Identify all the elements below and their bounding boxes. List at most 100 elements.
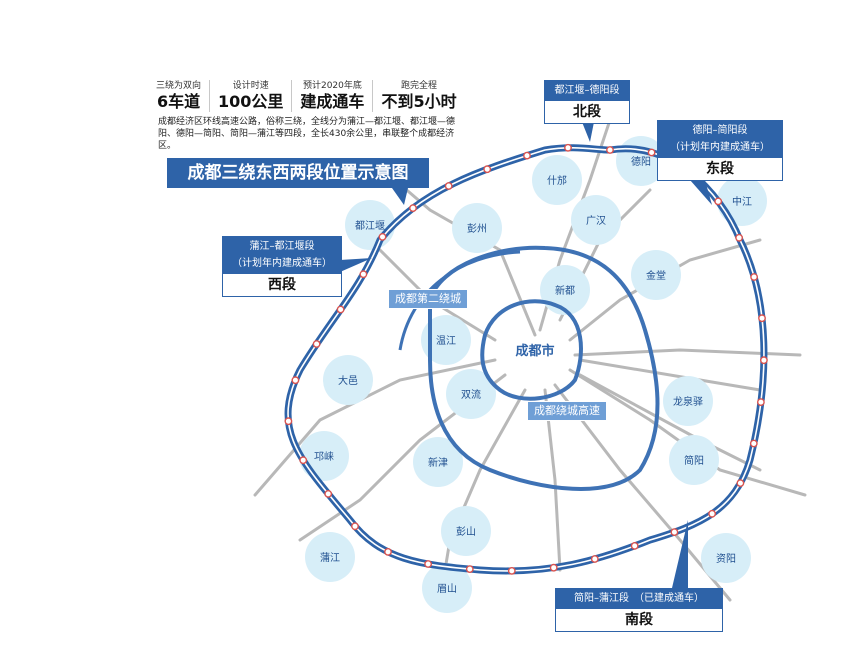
second-ring-outer	[398, 250, 521, 351]
city-label: 邛崃	[314, 451, 334, 463]
station-dot	[359, 270, 368, 279]
city-marker: 龙泉驿	[663, 376, 713, 426]
map-title: 成都三绕东西两段位置示意图	[167, 158, 429, 188]
city-marker: 都江堰	[345, 200, 395, 250]
station-dot	[299, 456, 308, 465]
station-dot	[483, 165, 492, 174]
station-dot	[647, 148, 656, 157]
callout-west-section: 蒲江–都江堰段 （计划年内建成通车） 西段	[222, 236, 342, 297]
stat-speed: 设计时速 100公里	[210, 80, 293, 112]
station-dot	[409, 204, 417, 213]
station-dot	[291, 376, 300, 385]
city-marker: 广汉	[571, 195, 621, 245]
station-dot	[523, 151, 531, 160]
city-label: 简阳	[684, 454, 704, 467]
station-dot	[284, 417, 293, 426]
city-label: 温江	[436, 335, 456, 347]
city-label: 金堂	[646, 269, 666, 282]
station-dot	[324, 489, 333, 498]
city-label: 新都	[555, 284, 575, 297]
station-dot	[336, 305, 345, 314]
city-label: 龙泉驿	[673, 395, 703, 408]
stat-value: 100公里	[218, 92, 284, 111]
city-label: 中江	[732, 195, 752, 208]
station-dot	[760, 356, 768, 365]
station-dot	[670, 528, 679, 536]
second-ring-label: 成都第二绕城	[388, 289, 468, 309]
section-name: 北段	[573, 104, 601, 120]
station-dot	[708, 509, 716, 518]
city-marker: 彭州	[452, 203, 502, 253]
city-marker: 双流	[446, 369, 496, 419]
city-bubble	[571, 195, 621, 245]
description-text: 成都经济区环线高速公路，俗称三绕，全线分为蒲江—都江堰、都江堰—德阳、德阳—简阳…	[158, 117, 456, 151]
station-dot	[735, 233, 743, 242]
section-route: 蒲江–都江堰段	[223, 237, 341, 257]
city-bubble	[701, 533, 751, 583]
stat-value: 6车道	[156, 92, 201, 111]
city-marker: 彭山	[441, 506, 491, 556]
city-label: 眉山	[437, 583, 457, 595]
station-dot	[378, 232, 387, 241]
city-bubble	[663, 376, 713, 426]
city-label: 彭州	[467, 222, 487, 235]
city-marker: 温江	[421, 315, 471, 365]
stat-label: 跑完全程	[401, 81, 438, 91]
stat-label: 三绕为双向	[156, 81, 202, 91]
city-marker: 眉山	[422, 563, 472, 613]
section-route: 简阳–蒲江段 （已建成通车）	[556, 589, 722, 609]
callout-pointers	[340, 112, 712, 588]
city-bubble	[413, 437, 463, 487]
station-dot	[312, 340, 321, 348]
city-label: 资阳	[716, 553, 736, 565]
city-marker: 什邡	[532, 155, 582, 205]
section-route: 德阳–简阳段	[658, 121, 782, 141]
city-label: 彭山	[456, 525, 476, 538]
stat-completion: 预计2020年底 建成通车	[292, 80, 374, 112]
city-bubble	[669, 435, 719, 485]
center-city-label: 成都市	[515, 344, 555, 359]
station-dot	[549, 563, 558, 572]
city-label: 德阳	[631, 155, 651, 168]
station-dot	[424, 560, 432, 568]
stat-lanes: 三绕为双向 6车道	[156, 80, 211, 112]
stat-label: 设计时速	[232, 81, 269, 91]
callout-east-section: 德阳–简阳段 （计划年内建成通车） 东段	[657, 120, 783, 181]
city-label: 新津	[428, 456, 448, 469]
city-marker: 大邑	[323, 355, 373, 405]
city-label: 大邑	[338, 374, 358, 387]
stat-value: 不到5小时	[381, 92, 457, 111]
city-marker: 新都	[540, 265, 590, 315]
city-label: 双流	[461, 388, 481, 401]
city-bubble	[631, 250, 681, 300]
city-marker: 资阳	[701, 533, 751, 583]
station-dot	[630, 542, 639, 550]
station-dot	[750, 273, 758, 281]
city-bubble	[323, 355, 373, 405]
city-bubble	[452, 203, 502, 253]
city-marker: 新津	[413, 437, 463, 487]
city-label: 什邡	[547, 174, 567, 187]
stat-value: 建成通车	[300, 92, 365, 111]
station-dot	[606, 146, 614, 154]
callout-north-section: 都江堰–德阳段 北段	[544, 80, 630, 124]
station-dot	[714, 197, 723, 206]
station-dot	[384, 548, 392, 556]
station-dot	[465, 565, 474, 573]
station-dot	[590, 555, 599, 563]
stat-label: 预计2020年底	[302, 81, 362, 91]
city-label: 蒲江	[320, 551, 340, 564]
section-note: （计划年内建成通车）	[658, 141, 782, 158]
station-dot	[758, 314, 766, 323]
ring-stations	[284, 143, 768, 575]
section-route: 都江堰–德阳段	[545, 81, 629, 101]
city-bubble	[305, 532, 355, 582]
station-dot	[507, 567, 516, 575]
section-name: 西段	[268, 277, 296, 293]
city-marker: 简阳	[669, 435, 719, 485]
callout-south-section: 简阳–蒲江段 （已建成通车） 南段	[555, 588, 723, 632]
city-marker: 蒲江	[305, 532, 355, 582]
city-bubble	[446, 369, 496, 419]
city-marker: 邛崃	[299, 431, 349, 481]
